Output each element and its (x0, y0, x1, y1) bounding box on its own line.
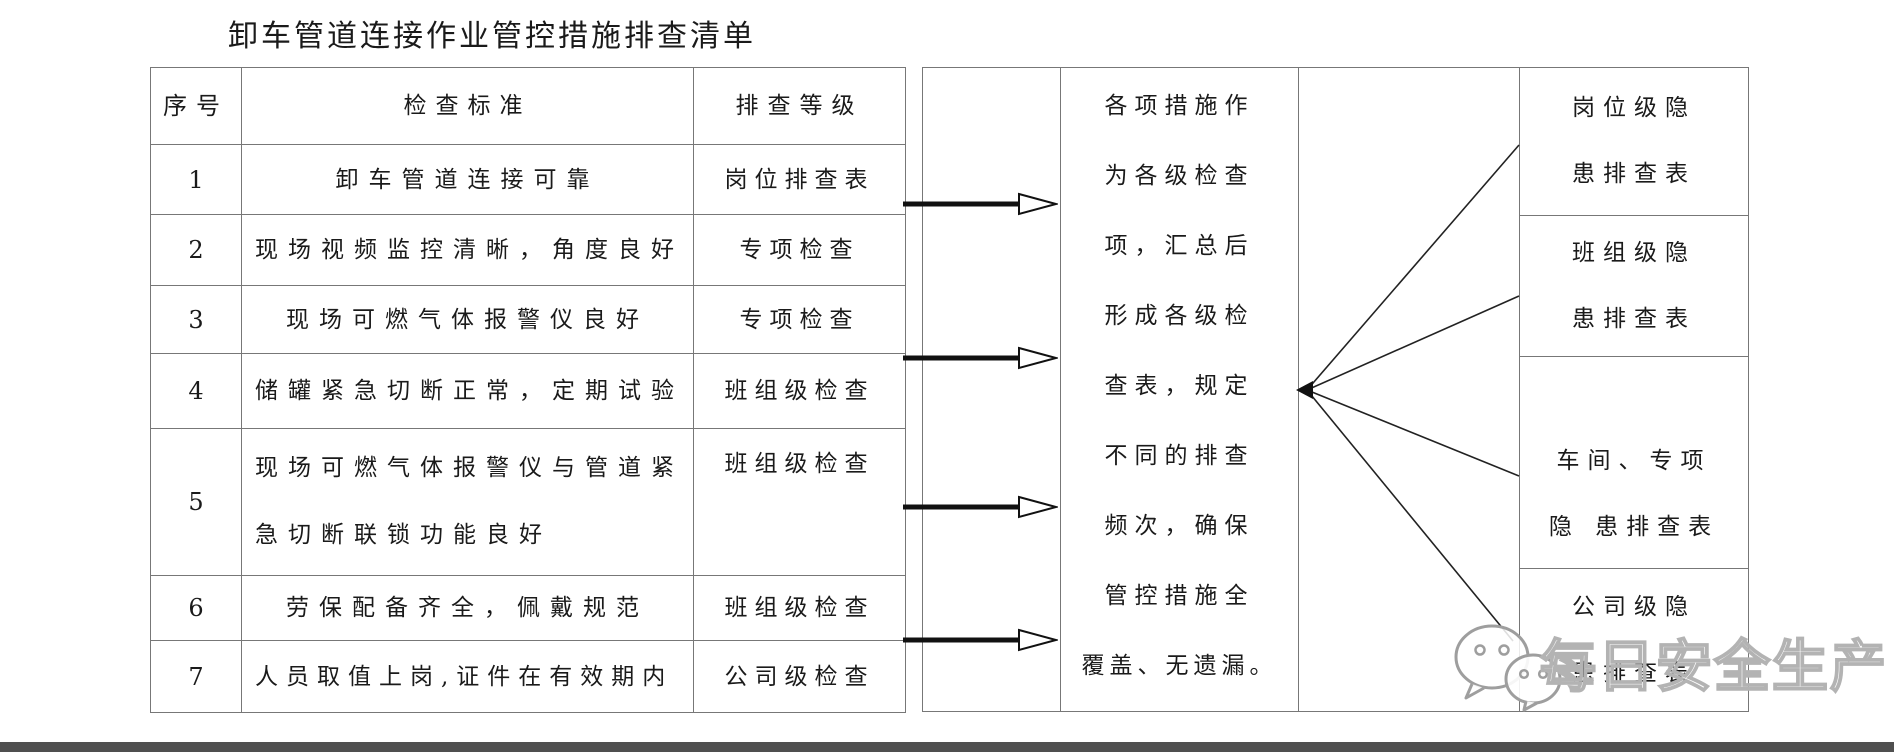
col-header-no: 序号 (151, 68, 242, 145)
summary-line: 不同的排查 (1104, 443, 1255, 469)
watermark-text: 每日安全生产 (1539, 633, 1888, 701)
row-level: 班组级检查 (694, 576, 906, 641)
summary-line: 管控措施全 (1104, 583, 1255, 609)
outcome-box-line: 车间、专项 (1556, 448, 1712, 475)
row-standard: 现场视频监控清晰，角度良好 (242, 215, 694, 286)
row-level: 专项检查 (694, 215, 906, 286)
row-standard: 现场可燃气体报警仪与管道紧急切断联锁功能良好 (242, 429, 694, 576)
summary-line: 覆盖、无遗漏。 (1081, 653, 1278, 679)
page-title: 卸车管道连接作业管控措施排查清单 (228, 19, 756, 54)
row-standard: 现场可燃气体报警仪良好 (242, 286, 694, 354)
outcome-box-line: 公司级隐 (1572, 594, 1696, 621)
summary-text-block: 各项措施作 为各级检查 项，汇总后 形成各级检 查表，规定 不同的排查 频次，确… (1061, 67, 1299, 712)
row-standard: 储罐紧急切断正常，定期试验 (242, 354, 694, 429)
row-no: 7 (151, 641, 242, 713)
flow-arrow-icon (903, 628, 1058, 652)
row-no: 4 (151, 354, 242, 429)
outcome-box-company-level: 公司级隐 患排查表 (1520, 569, 1748, 711)
row-no: 5 (151, 429, 242, 576)
outcome-box-line: 患排查表 (1572, 305, 1696, 332)
row-no: 1 (151, 145, 242, 215)
summary-line: 频次，确保 (1104, 513, 1255, 539)
fan-spacer-cell (1299, 67, 1519, 712)
row-no: 6 (151, 576, 242, 641)
summary-line: 项，汇总后 (1104, 233, 1255, 259)
summary-line: 为各级检查 (1104, 163, 1255, 189)
flow-arrow-icon (903, 495, 1058, 519)
col-header-level: 排查等级 (694, 68, 906, 145)
outcome-box-line: 班组级隐 (1572, 239, 1696, 266)
row-level: 公司级检查 (694, 641, 906, 713)
row-level: 专项检查 (694, 286, 906, 354)
row-standard: 卸车管道连接可靠 (242, 145, 694, 215)
row-level: 岗位排查表 (694, 145, 906, 215)
row-standard: 人员取值上岗,证件在有效期内 (242, 641, 694, 713)
row-no: 2 (151, 215, 242, 286)
row-standard: 劳保配备齐全，佩戴规范 (242, 576, 694, 641)
row-level: 班组级检查 (694, 354, 906, 429)
checklist-table: 序号 检查标准 排查等级 1 卸车管道连接可靠 岗位排查表 2 现场视频监控清晰… (150, 67, 906, 713)
outcome-box-workshop-special: 车间、专项 隐 患排查表 (1520, 357, 1748, 570)
flow-arrow-icon (903, 192, 1058, 216)
row-no: 3 (151, 286, 242, 354)
outcome-box-line: 隐 患排查表 (1548, 514, 1720, 541)
outcome-boxes: 岗位级隐 患排查表 班组级隐 患排查表 车间、专项 隐 患排查表 公司级隐 患排… (1519, 67, 1749, 712)
outcome-box-line: 患排查表 (1572, 660, 1696, 687)
outcome-box-line: 岗位级隐 (1572, 95, 1696, 122)
col-header-standard: 检查标准 (242, 68, 694, 145)
outcome-box-post-level: 岗位级隐 患排查表 (1520, 68, 1748, 216)
summary-line: 形成各级检 (1104, 303, 1255, 329)
summary-line: 各项措施作 (1104, 93, 1255, 119)
flow-arrow-icon (903, 346, 1058, 370)
arrow-channel-cell (922, 67, 1061, 712)
outcome-box-team-level: 班组级隐 患排查表 (1520, 216, 1748, 358)
summary-line: 查表，规定 (1104, 373, 1255, 399)
row-level: 班组级检查 (694, 429, 906, 576)
outcome-box-line: 患排查表 (1572, 161, 1696, 188)
page-edge-bar (0, 742, 1894, 752)
